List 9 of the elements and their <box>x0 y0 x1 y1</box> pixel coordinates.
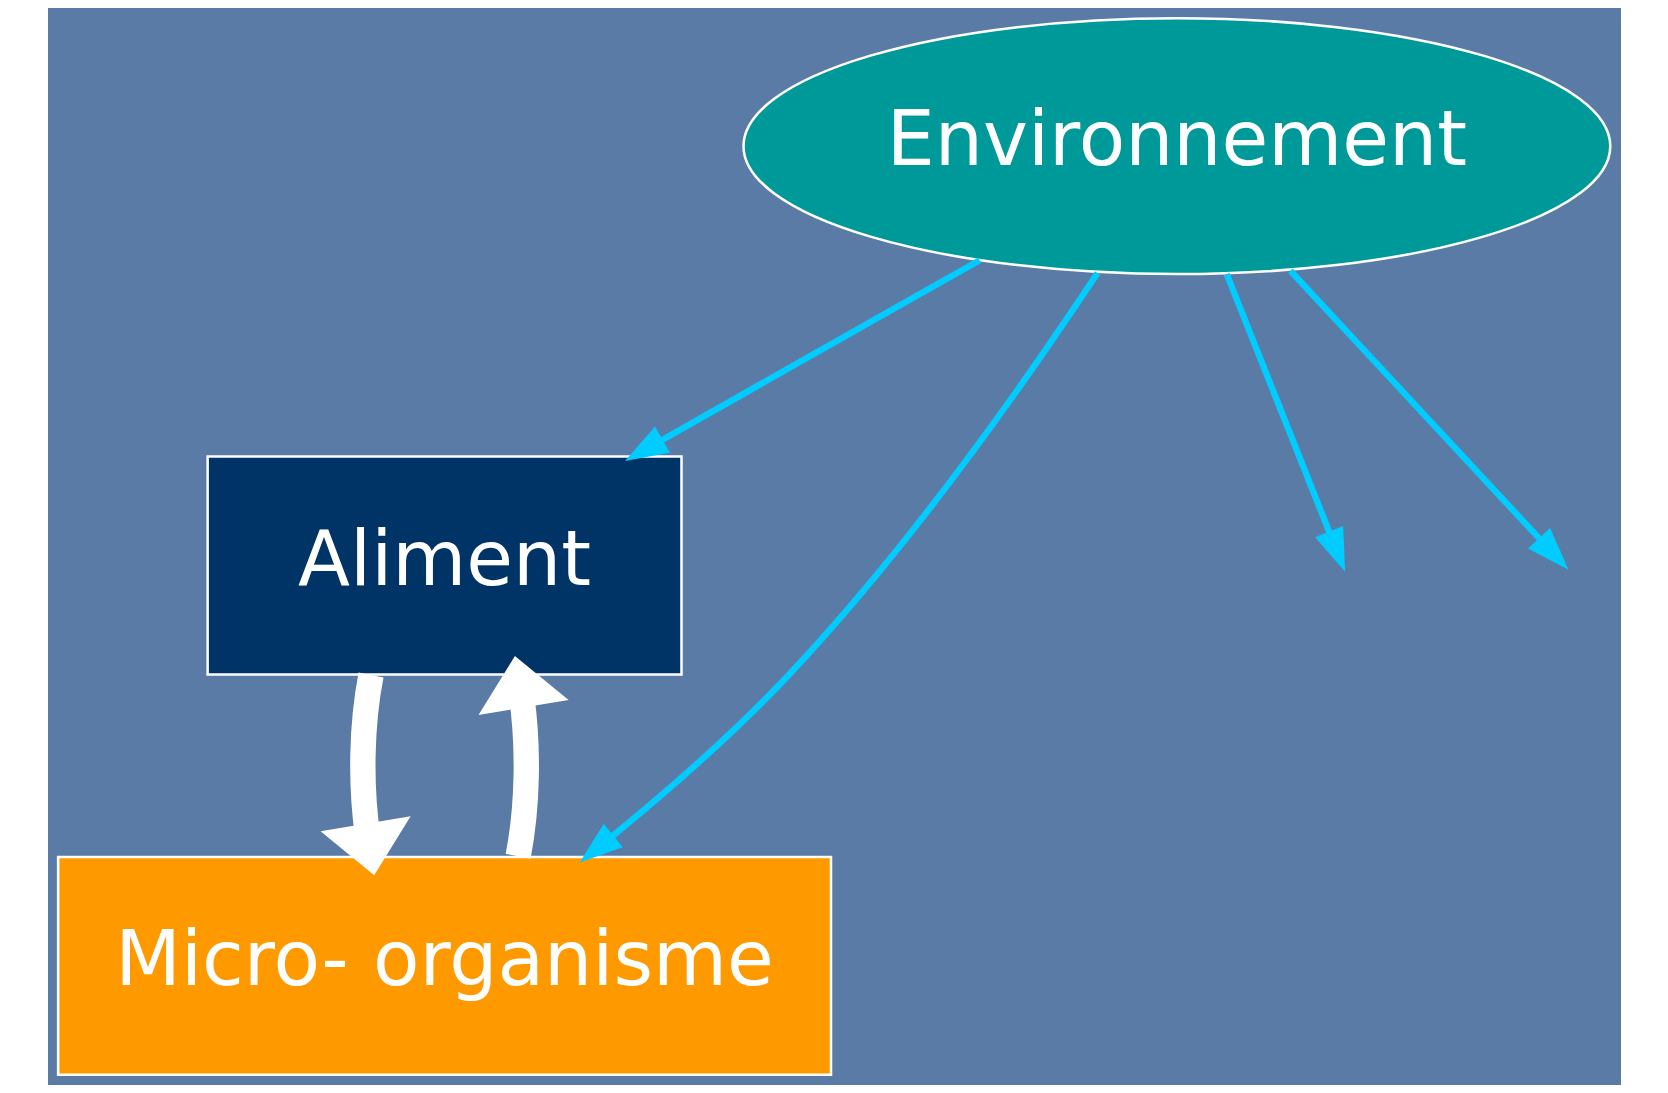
arrow <box>1223 272 1345 572</box>
arrow <box>320 672 411 876</box>
node-box: Micro- organisme <box>56 855 832 1077</box>
arrow <box>624 257 981 461</box>
arrow <box>579 271 1100 863</box>
arrow <box>478 656 569 859</box>
node-ellipse: Environnement <box>741 16 1612 276</box>
arrow <box>1287 268 1568 570</box>
node-box: Aliment <box>205 455 683 676</box>
